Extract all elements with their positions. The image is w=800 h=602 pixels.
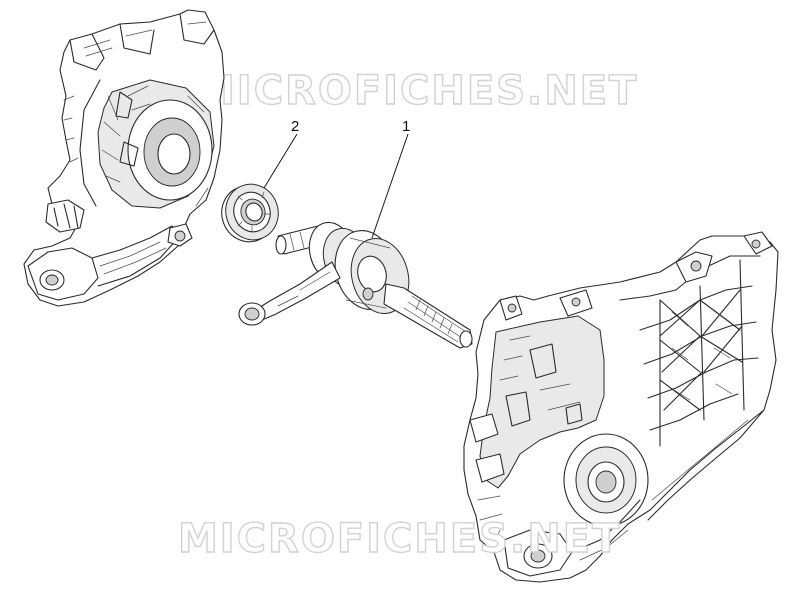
callout-1: 1 xyxy=(371,118,410,239)
watermark-bottom: MICROFICHES.NET xyxy=(178,516,621,562)
watermark-top: MICROFICHES.NET xyxy=(195,68,638,114)
callout-2: 2 xyxy=(263,118,299,189)
callout-number-1: 1 xyxy=(402,118,410,135)
bearing xyxy=(221,183,279,243)
crankcase-right-half xyxy=(463,231,779,583)
leader-line-1 xyxy=(371,133,409,239)
crankcase-left-half xyxy=(23,9,225,307)
callout-number-2: 2 xyxy=(291,118,299,135)
crankshaft xyxy=(238,221,473,349)
leader-line-2 xyxy=(263,133,298,189)
